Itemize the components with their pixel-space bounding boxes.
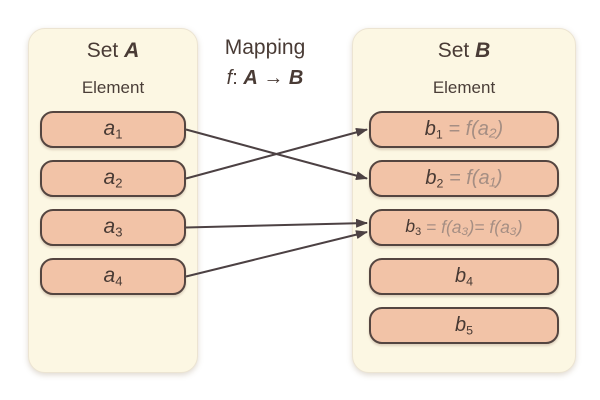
pill-b2: b2 = f(a₁) (369, 160, 559, 197)
set-a-elements: a1 a2 a3 a4 (29, 111, 197, 295)
element-b3-label: b3 (405, 216, 422, 239)
right-arrow-symbol: → (257, 67, 289, 89)
pill-a1: a1 (40, 111, 186, 148)
element-b1-label: b1 (424, 117, 443, 142)
set-a-letter: A (124, 39, 140, 62)
mapping-label: Mapping (224, 36, 306, 59)
set-a-title: Set A (86, 39, 140, 62)
set-b-subtitle: Element (432, 78, 496, 97)
element-a2-label: a2 (103, 166, 123, 191)
pill-b5: b5 (369, 307, 559, 344)
element-b2-formula: = f(a₁) (443, 167, 503, 189)
pill-b3: b3 = f(a₃)= f(a₃) (369, 209, 559, 246)
element-b2-label: b2 (425, 166, 444, 191)
element-a4-label: a4 (103, 264, 123, 289)
set-a-panel: Set A Element a1 a2 a3 a4 (28, 28, 198, 373)
set-b-letter: B (475, 39, 491, 62)
mapping-arrow-a4-to-b3 (185, 230, 368, 278)
mapping-header: Mapping f: A → B (190, 36, 340, 90)
mapping-arrow-a2-to-b1 (185, 128, 368, 180)
set-b-title: Set B (437, 39, 491, 62)
element-b5-label: b5 (454, 313, 474, 338)
element-a3-label: a3 (103, 215, 123, 240)
element-b1-formula: = f(a₂) (442, 118, 504, 140)
pill-b1: b1 = f(a₂) (369, 111, 559, 148)
pill-a3: a3 (40, 209, 186, 246)
pill-a2: a2 (40, 160, 186, 197)
pill-b4: b4 (369, 258, 559, 295)
element-a1-label: a1 (103, 117, 123, 142)
mapping-arrow-a3-to-b3 (185, 218, 368, 229)
mapping-notation: f: A → B (226, 67, 304, 89)
set-a-subtitle: Element (81, 78, 145, 97)
mapping-arrow-a1-to-b2 (185, 128, 368, 180)
pill-a4: a4 (40, 258, 186, 295)
element-b4-label: b4 (454, 264, 474, 289)
set-b-panel: Set B Element b1 = f(a₂) b2 = f(a₁) b3 =… (352, 28, 576, 373)
element-b3-formula: = f(a₃)= f(a₃) (421, 217, 523, 237)
set-b-elements: b1 = f(a₂) b2 = f(a₁) b3 = f(a₃)= f(a₃) … (353, 111, 575, 344)
